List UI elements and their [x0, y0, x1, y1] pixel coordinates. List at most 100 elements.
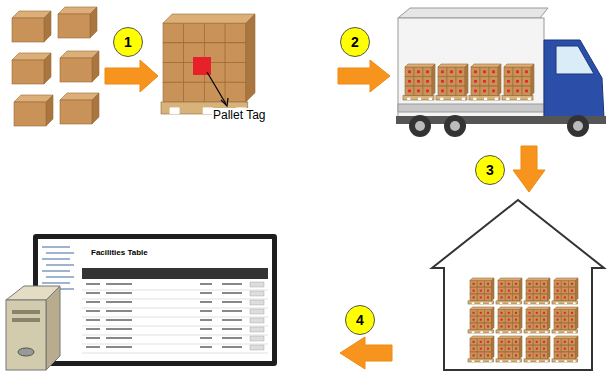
- box-tag: [508, 325, 510, 327]
- box-front: [58, 14, 90, 38]
- box-front: [470, 294, 477, 301]
- wheel-hub: [450, 121, 460, 131]
- box-tag: [564, 354, 566, 356]
- box-front: [554, 323, 561, 330]
- box-front: [498, 294, 505, 301]
- table-cell: [200, 328, 212, 330]
- box-front: [438, 77, 447, 87]
- box-front: [504, 86, 513, 96]
- cardboard-box: [512, 352, 519, 359]
- pallet-base: [403, 96, 434, 100]
- table-row-line: [82, 326, 268, 327]
- box-tag: [536, 354, 538, 356]
- truck-floor: [398, 104, 544, 112]
- box-tag: [483, 70, 486, 73]
- box-tag: [487, 348, 489, 350]
- pallet-base: [552, 330, 578, 333]
- sidebar-item: [42, 282, 70, 284]
- stack-top: [471, 64, 501, 67]
- box-tag: [487, 354, 489, 356]
- cardboard-box: [505, 280, 512, 287]
- cardboard-box: [405, 77, 414, 87]
- box-tag: [571, 296, 573, 298]
- box-front: [568, 294, 575, 301]
- callout-circle: 4: [345, 305, 375, 335]
- cardboard-box: [505, 309, 512, 316]
- truck-roof: [398, 8, 548, 18]
- box-tag: [571, 341, 573, 343]
- cardboard-box: [423, 77, 432, 87]
- box-front: [163, 23, 184, 43]
- truck-cargo: [398, 18, 544, 118]
- pallet-tag-symbol: [193, 57, 211, 75]
- box-tag: [459, 80, 462, 83]
- cardboard-box: [526, 352, 533, 359]
- box-front: [533, 352, 540, 359]
- box-tag: [571, 319, 573, 321]
- box-front: [471, 77, 480, 87]
- box-front: [484, 338, 491, 345]
- box-front: [554, 309, 561, 316]
- box-tag: [508, 341, 510, 343]
- box-front: [568, 338, 575, 345]
- box-tag: [543, 348, 545, 350]
- box-front: [477, 352, 484, 359]
- box-front: [533, 294, 540, 301]
- box-tag: [473, 319, 475, 321]
- pallet-slot: [528, 331, 531, 333]
- cardboard-box: [526, 280, 533, 287]
- box-tag: [487, 283, 489, 285]
- box-front: [540, 345, 547, 352]
- stack-top: [498, 307, 522, 309]
- box-front: [504, 67, 513, 77]
- callout-number: 1: [124, 35, 132, 49]
- table-cell: [200, 319, 212, 321]
- box-front: [526, 338, 533, 345]
- server-drive: [12, 310, 40, 314]
- box-front: [498, 287, 505, 294]
- stack-side: [520, 278, 522, 301]
- cardboard-box: [561, 287, 568, 294]
- cardboard-box: [498, 294, 505, 301]
- cardboard-box: [484, 345, 491, 352]
- box-tag: [480, 325, 482, 327]
- cardboard-box: [477, 323, 484, 330]
- box-front: [554, 338, 561, 345]
- box-front: [456, 86, 465, 96]
- cardboard-box: [540, 280, 547, 287]
- box-front: [484, 323, 491, 330]
- cardboard-box: [470, 287, 477, 294]
- box-front: [414, 86, 423, 96]
- table-cell: [86, 283, 100, 285]
- box-front: [540, 309, 547, 316]
- box-side: [90, 7, 97, 38]
- box-tag: [536, 325, 538, 327]
- cardboard-box: [561, 323, 568, 330]
- cardboard-box: [533, 287, 540, 294]
- table-cell: [106, 301, 132, 303]
- pallet-slot: [528, 98, 531, 100]
- box-front: [470, 287, 477, 294]
- pallet-slot: [564, 302, 567, 304]
- stack-top: [504, 64, 534, 67]
- box-front: [484, 309, 491, 316]
- cardboard-box: [484, 309, 491, 316]
- box-front: [470, 323, 477, 330]
- box-front: [540, 338, 547, 345]
- box-tag: [516, 70, 519, 73]
- cardboard-box: [225, 43, 246, 63]
- cardboard-box: [526, 309, 533, 316]
- box-front: [513, 86, 522, 96]
- box-tag: [473, 341, 475, 343]
- stack-top: [438, 64, 468, 67]
- cardboard-box: [533, 323, 540, 330]
- box-front: [568, 287, 575, 294]
- table-cell: [200, 292, 212, 294]
- pallet-slot: [564, 331, 567, 333]
- box-front: [513, 67, 522, 77]
- stack-side: [576, 278, 578, 301]
- cardboard-box: [498, 345, 505, 352]
- table-row-line: [82, 290, 268, 291]
- pallet-slot: [528, 360, 531, 362]
